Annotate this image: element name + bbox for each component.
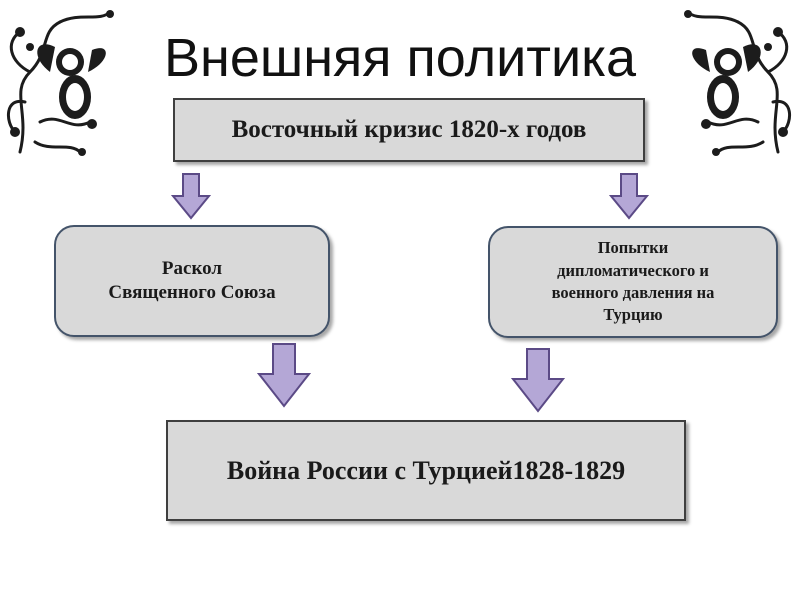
node-holy-alliance-split: Раскол Священного Союза [54,225,330,337]
node-russo-turkish-war: Война России с Турцией1828-1829 [166,420,686,521]
node-holy-alliance-split-label: Раскол Священного Союза [108,258,276,303]
arrow-down-icon [511,348,565,413]
page-title: Внешняя политика [164,28,636,88]
node-russo-turkish-war-label: Война России с Турцией1828-1829 [226,455,626,485]
node-eastern-crisis: Восточный кризис 1820-х годов [173,98,645,162]
node-pressure-on-turkey: Попытки дипломатического и военного давл… [488,226,778,338]
cherub-ornament-left-icon [6,10,114,156]
node-pressure-on-turkey-label: Попытки дипломатического и военного давл… [551,238,715,325]
node-eastern-crisis-label: Восточный кризис 1820-х годов [231,116,587,143]
cherub-ornament-right-icon [684,10,792,156]
arrow-down-icon [257,343,311,408]
arrow-down-icon [171,173,211,220]
arrow-down-icon [609,173,649,220]
